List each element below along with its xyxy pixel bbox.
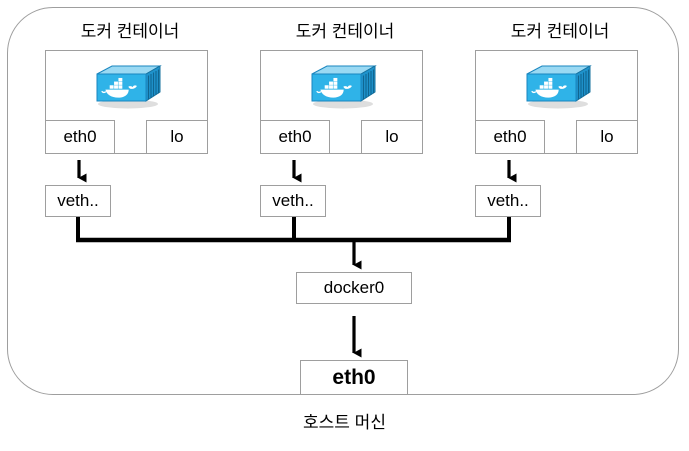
veth-box-1: veth.. [45, 185, 111, 217]
docker-container-3: 도커 컨테이너 [475, 22, 645, 154]
docker-container-icon [476, 51, 637, 121]
docker0-bridge-box: docker0 [296, 272, 412, 304]
host-machine-caption: 호스트 머신 [303, 413, 386, 432]
docker-container-2: 도커 컨테이너 [260, 22, 430, 154]
container-3-eth0: eth0 [475, 120, 545, 154]
container-box-1: eth0 lo [45, 50, 208, 154]
container-3-interfaces: eth0 lo [475, 120, 638, 154]
container-box-3: eth0 lo [475, 50, 638, 154]
container-box-2: eth0 lo [260, 50, 423, 154]
container-3-lo: lo [576, 120, 638, 154]
container-2-eth0: eth0 [260, 120, 330, 154]
host-eth0-box: eth0 [300, 360, 408, 395]
container-title-2: 도커 컨테이너 [295, 22, 395, 41]
container-2-interfaces: eth0 lo [260, 120, 423, 154]
veth-box-3: veth.. [475, 185, 541, 217]
container-1-lo: lo [146, 120, 208, 154]
docker-container-icon [46, 51, 207, 121]
container-2-lo: lo [361, 120, 423, 154]
container-title-1: 도커 컨테이너 [80, 22, 180, 41]
container-title-3: 도커 컨테이너 [510, 22, 610, 41]
docker-container-icon [261, 51, 422, 121]
docker-container-1: 도커 컨테이너 [45, 22, 215, 154]
veth-box-2: veth.. [260, 185, 326, 217]
container-1-interfaces: eth0 lo [45, 120, 208, 154]
container-1-eth0: eth0 [45, 120, 115, 154]
